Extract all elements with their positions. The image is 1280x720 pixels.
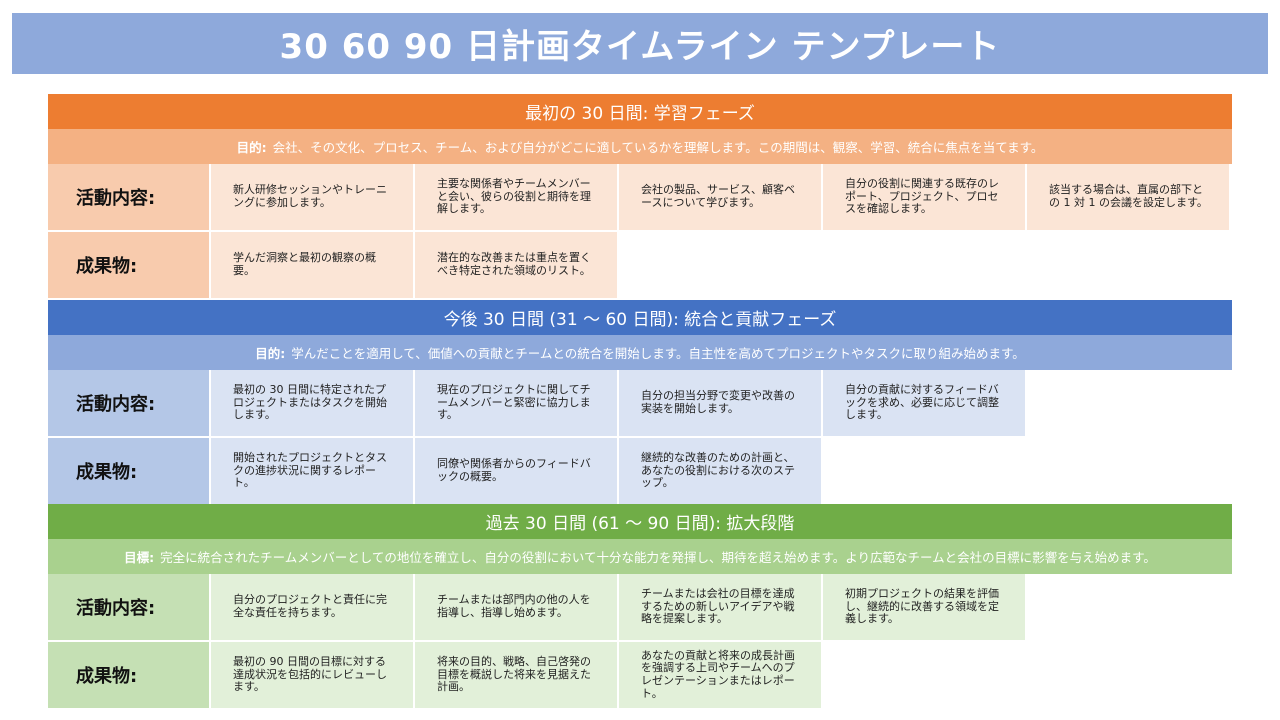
goal-text: 完全に統合されたチームメンバーとしての地位を確立し、自分の役割において十分な能力… (160, 550, 1156, 565)
activity-cell: 該当する場合は、直属の部下との 1 対 1 の会議を設定します。 (1027, 164, 1229, 230)
deliverable-cell: あなたの貢献と将来の成長計画を強調する上司やチームへのプレゼンテーションまたはレ… (619, 642, 821, 708)
activity-cell: 自分の貢献に対するフィードバックを求め、必要に応じて調整します。 (823, 370, 1025, 436)
activity-cell: 初期プロジェクトの結果を評価し、継続的に改善する領域を定義します。 (823, 574, 1025, 640)
phase-section-1: 最初の 30 日間: 学習フェーズ 目的: 会社、その文化、プロセス、チーム、お… (48, 94, 1232, 298)
activities-row: 活動内容: 新人研修セッションやトレーニングに参加します。 主要な関係者やチーム… (48, 164, 1232, 230)
phase-section-3: 過去 30 日間 (61 ～ 90 日間): 拡大段階 目標: 完全に統合された… (48, 504, 1232, 708)
activity-cell: 自分のプロジェクトと責任に完全な責任を持ちます。 (211, 574, 413, 640)
activity-cell: チームまたは会社の目標を達成するための新しいアイデアや戦略を提案します。 (619, 574, 821, 640)
activities-label: 活動内容: (48, 574, 209, 640)
deliverables-row: 成果物: 最初の 90 日間の目標に対する達成状況を包括的にレビューします。 将… (48, 642, 1232, 708)
deliverables-label: 成果物: (48, 438, 209, 504)
deliverable-cell: 継続的な改善のための計画と、あなたの役割における次のステップ。 (619, 438, 821, 504)
activity-cell: 現在のプロジェクトに関してチームメンバーと緊密に協力します。 (415, 370, 617, 436)
activity-cell: チームまたは部門内の他の人を指導し、指導し始めます。 (415, 574, 617, 640)
deliverable-cell: 将来の目的、戦略、自己啓発の目標を概説した将来を見据えた計画。 (415, 642, 617, 708)
goal-text: 学んだことを適用して、価値への貢献とチームとの統合を開始します。自主性を高めてプ… (291, 346, 1025, 361)
activities-row: 活動内容: 最初の 30 日間に特定されたプロジェクトまたはタスクを開始します。… (48, 370, 1232, 436)
phase-header: 過去 30 日間 (61 ～ 90 日間): 拡大段階 (48, 504, 1232, 539)
page-title: 30 60 90 日計画タイムライン テンプレート (12, 13, 1268, 74)
activities-label: 活動内容: (48, 370, 209, 436)
activities-label: 活動内容: (48, 164, 209, 230)
goal-label: 目的: (255, 346, 286, 361)
activity-cell: 最初の 30 日間に特定されたプロジェクトまたはタスクを開始します。 (211, 370, 413, 436)
activity-cell: 自分の役割に関連する既存のレポート、プロジェクト、プロセスを確認します。 (823, 164, 1025, 230)
activity-cell: 会社の製品、サービス、顧客ベースについて学びます。 (619, 164, 821, 230)
phase-header: 最初の 30 日間: 学習フェーズ (48, 94, 1232, 129)
goal-label: 目標: (124, 550, 155, 565)
phase-header: 今後 30 日間 (31 ～ 60 日間): 統合と貢献フェーズ (48, 300, 1232, 335)
deliverables-row: 成果物: 開始されたプロジェクトとタスクの進捗状況に関するレポート。 同僚や関係… (48, 438, 1232, 504)
deliverable-cell: 同僚や関係者からのフィードバックの概要。 (415, 438, 617, 504)
deliverables-row: 成果物: 学んだ洞察と最初の観察の概要。 潜在的な改善または重点を置くべき特定さ… (48, 232, 1232, 298)
activity-cell: 自分の担当分野で変更や改善の実装を開始します。 (619, 370, 821, 436)
deliverable-cell: 学んだ洞察と最初の観察の概要。 (211, 232, 413, 298)
deliverable-cell: 開始されたプロジェクトとタスクの進捗状況に関するレポート。 (211, 438, 413, 504)
deliverables-label: 成果物: (48, 232, 209, 298)
deliverable-cell: 潜在的な改善または重点を置くべき特定された領域のリスト。 (415, 232, 617, 298)
goal-text: 会社、その文化、プロセス、チーム、および自分がどこに適しているかを理解します。こ… (272, 140, 1044, 155)
deliverable-cell: 最初の 90 日間の目標に対する達成状況を包括的にレビューします。 (211, 642, 413, 708)
phase-goal: 目的: 学んだことを適用して、価値への貢献とチームとの統合を開始します。自主性を… (48, 335, 1232, 370)
activities-row: 活動内容: 自分のプロジェクトと責任に完全な責任を持ちます。 チームまたは部門内… (48, 574, 1232, 640)
activity-cell: 主要な関係者やチームメンバーと会い、彼らの役割と期待を理解します。 (415, 164, 617, 230)
phase-section-2: 今後 30 日間 (31 ～ 60 日間): 統合と貢献フェーズ 目的: 学んだ… (48, 300, 1232, 504)
deliverables-label: 成果物: (48, 642, 209, 708)
phase-goal: 目的: 会社、その文化、プロセス、チーム、および自分がどこに適しているかを理解し… (48, 129, 1232, 164)
activity-cell: 新人研修セッションやトレーニングに参加します。 (211, 164, 413, 230)
goal-label: 目的: (236, 140, 267, 155)
phase-goal: 目標: 完全に統合されたチームメンバーとしての地位を確立し、自分の役割において十… (48, 539, 1232, 574)
